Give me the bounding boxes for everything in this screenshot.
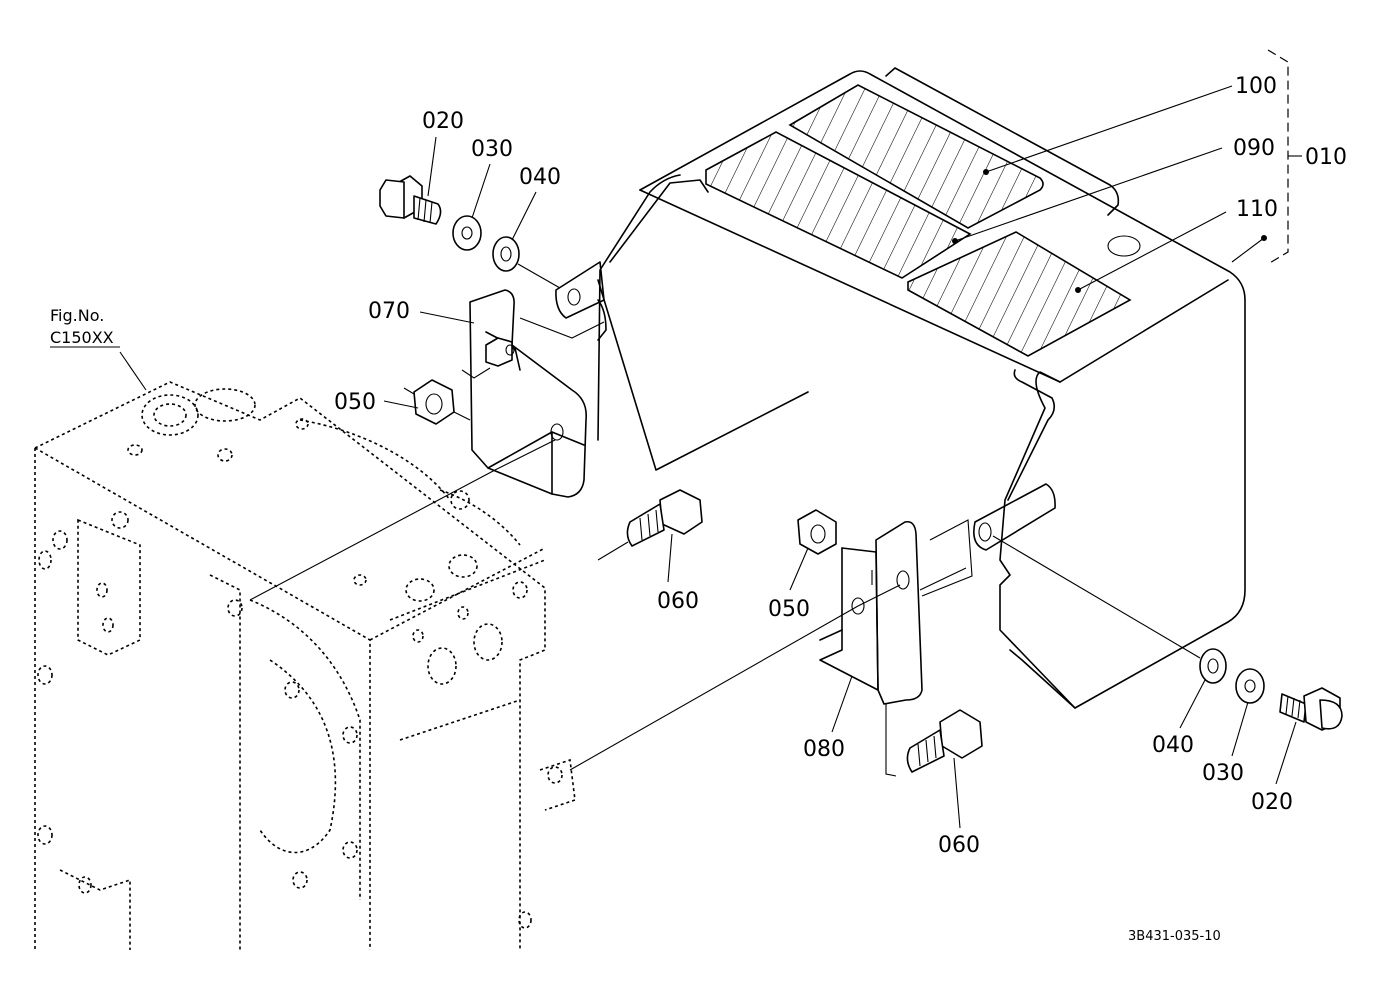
callout-040-right: 040: [1152, 733, 1194, 758]
drawing-code: 3B431-035-10: [1128, 929, 1221, 944]
bolt-060-left: [597, 489, 703, 561]
leader-dots: [952, 169, 1267, 293]
bolt-060-right: [906, 709, 983, 773]
bolt-020-left: [379, 175, 442, 225]
callout-labels: 020 030 040 070 050 060 050 080 060 040 …: [334, 74, 1347, 858]
callout-010: 010: [1305, 145, 1347, 170]
callout-020-right: 020: [1251, 790, 1293, 815]
washer-040-right: [1199, 648, 1227, 684]
bracket-080: [819, 519, 973, 777]
assembly-lines: [249, 439, 1201, 771]
figure-ref-number: C150XX: [50, 328, 114, 347]
callout-070: 070: [368, 299, 410, 324]
callout-050-left: 050: [334, 390, 376, 415]
callout-040-left: 040: [519, 165, 561, 190]
transmission-case-ghost: [34, 381, 576, 950]
callout-110: 110: [1236, 197, 1278, 222]
leader-lines: [50, 85, 1297, 829]
cover-right-tab: [973, 483, 1056, 551]
cover-assembly: [597, 67, 1246, 709]
assembly-bracket-010: [1267, 49, 1289, 265]
cover-left-tab: [555, 261, 605, 319]
callout-050-right: 050: [768, 597, 810, 622]
callout-080: 080: [803, 737, 845, 762]
figure-ref-label: Fig.No.: [50, 306, 104, 325]
bolt-020-right: [1279, 687, 1343, 731]
washer-040-left: [492, 236, 520, 272]
nut-050-right: [797, 509, 837, 555]
callout-020-left: 020: [422, 109, 464, 134]
nut-050-left: [403, 379, 471, 425]
callout-100: 100: [1235, 74, 1277, 99]
washer-030-right: [1235, 668, 1265, 704]
bracket-070: [461, 289, 605, 498]
callout-060-left: 060: [657, 589, 699, 614]
axis-line-left-bolt: [517, 263, 561, 289]
callout-030-right: 030: [1202, 761, 1244, 786]
callout-060-right: 060: [938, 833, 980, 858]
callout-030-left: 030: [471, 137, 513, 162]
callout-090: 090: [1233, 136, 1275, 161]
washer-030-left: [452, 215, 482, 251]
